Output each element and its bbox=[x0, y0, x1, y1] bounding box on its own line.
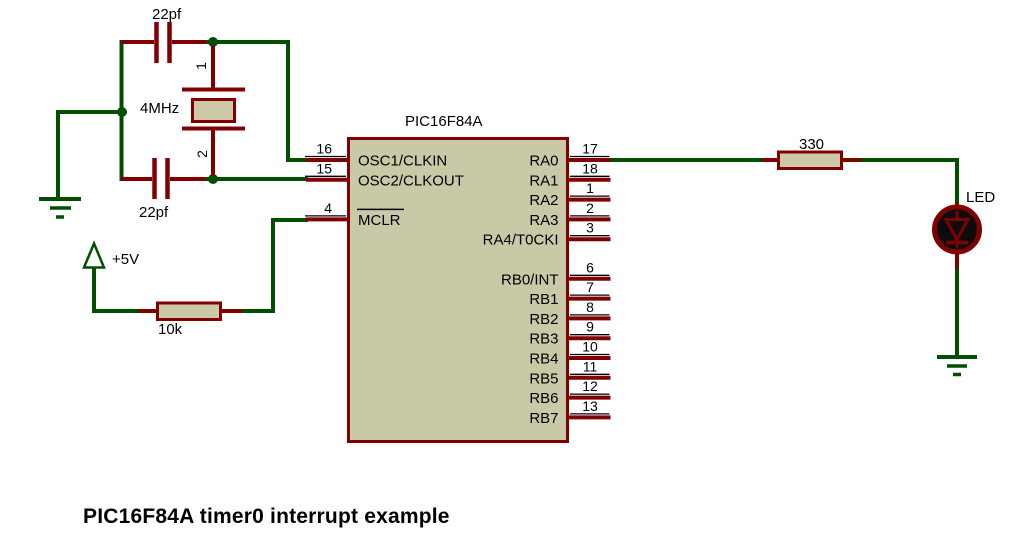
pin-number: 6 bbox=[586, 259, 594, 275]
junction-dots bbox=[117, 37, 218, 184]
pin-name: MCLR bbox=[358, 212, 401, 229]
pin-name: OSC2/CLKOUT bbox=[358, 172, 464, 189]
pin-name: RA1 bbox=[529, 172, 558, 189]
capacitor-bottom: 22pf bbox=[121, 158, 206, 221]
resistor-body bbox=[777, 150, 843, 170]
capacitor-value: 22pf bbox=[139, 204, 169, 221]
junction-dot bbox=[117, 107, 127, 117]
pin-name: RB0/INT bbox=[501, 271, 559, 288]
chip-pic16f84a: PIC16F84A 16OSC1/CLKIN15OSC2/CLKOUT4MCLR… bbox=[305, 113, 611, 443]
schematic-caption: PIC16F84A timer0 interrupt example bbox=[83, 505, 450, 528]
pin-number: 16 bbox=[316, 141, 332, 157]
pin-number: 1 bbox=[586, 180, 594, 196]
pin-number: 11 bbox=[583, 358, 598, 374]
pin-name: RB2 bbox=[529, 311, 558, 328]
pin-number: 9 bbox=[586, 319, 594, 335]
pin-number: 10 bbox=[582, 339, 598, 355]
chip-body bbox=[347, 137, 569, 443]
led-diode-triangle bbox=[943, 218, 971, 243]
led: LED bbox=[932, 189, 995, 269]
junction-dot bbox=[208, 174, 218, 184]
pin-name: RB6 bbox=[529, 390, 558, 407]
pin-number: 12 bbox=[582, 378, 598, 394]
pin-number: 8 bbox=[586, 299, 594, 315]
pin-name: RB4 bbox=[529, 351, 558, 368]
power-symbol-5v: +5V bbox=[82, 240, 139, 270]
resistor-330: 330 bbox=[762, 136, 861, 170]
pin-name: RB5 bbox=[529, 370, 558, 387]
pin-name: RB3 bbox=[529, 331, 558, 348]
pin-number: 3 bbox=[586, 220, 594, 236]
pin-number: 15 bbox=[316, 160, 332, 176]
chip-title: PIC16F84A bbox=[405, 113, 483, 130]
pin-number: 13 bbox=[582, 398, 598, 414]
resistor-value: 10k bbox=[158, 321, 183, 338]
ground-symbol-right bbox=[937, 355, 977, 377]
crystal-pin1-number: 1 bbox=[193, 62, 209, 70]
resistor-body bbox=[156, 301, 222, 321]
capacitor-value: 22pf bbox=[152, 6, 182, 23]
ground-symbol-left bbox=[39, 197, 81, 219]
pin-name: OSC1/CLKIN bbox=[358, 153, 447, 170]
crystal-value: 4MHz bbox=[140, 100, 179, 117]
pin-name: RA4/T0CKI bbox=[483, 232, 559, 249]
pin-number: 18 bbox=[582, 160, 598, 176]
junction-dot bbox=[208, 37, 218, 47]
pin-number: 2 bbox=[586, 200, 594, 216]
led-label: LED bbox=[966, 189, 995, 206]
power-arrow-head bbox=[82, 240, 106, 269]
crystal-pin2-number: 2 bbox=[194, 150, 210, 158]
pin-name: RB1 bbox=[529, 291, 558, 308]
power-label: +5V bbox=[112, 251, 139, 268]
resistor-10k: 10k bbox=[138, 301, 242, 338]
pin-name: RA0 bbox=[529, 153, 558, 170]
crystal: 4MHz 1 2 bbox=[140, 45, 245, 176]
pin-name: RA2 bbox=[529, 192, 558, 209]
pin-name: RB7 bbox=[529, 410, 558, 427]
resistor-value: 330 bbox=[799, 136, 824, 153]
pin-number: 17 bbox=[582, 141, 598, 157]
pin-number: 7 bbox=[586, 279, 594, 295]
capacitor-top: 22pf bbox=[121, 6, 206, 63]
crystal-body bbox=[191, 98, 236, 123]
pin-number: 4 bbox=[324, 200, 332, 216]
pin-name: RA3 bbox=[529, 212, 558, 229]
